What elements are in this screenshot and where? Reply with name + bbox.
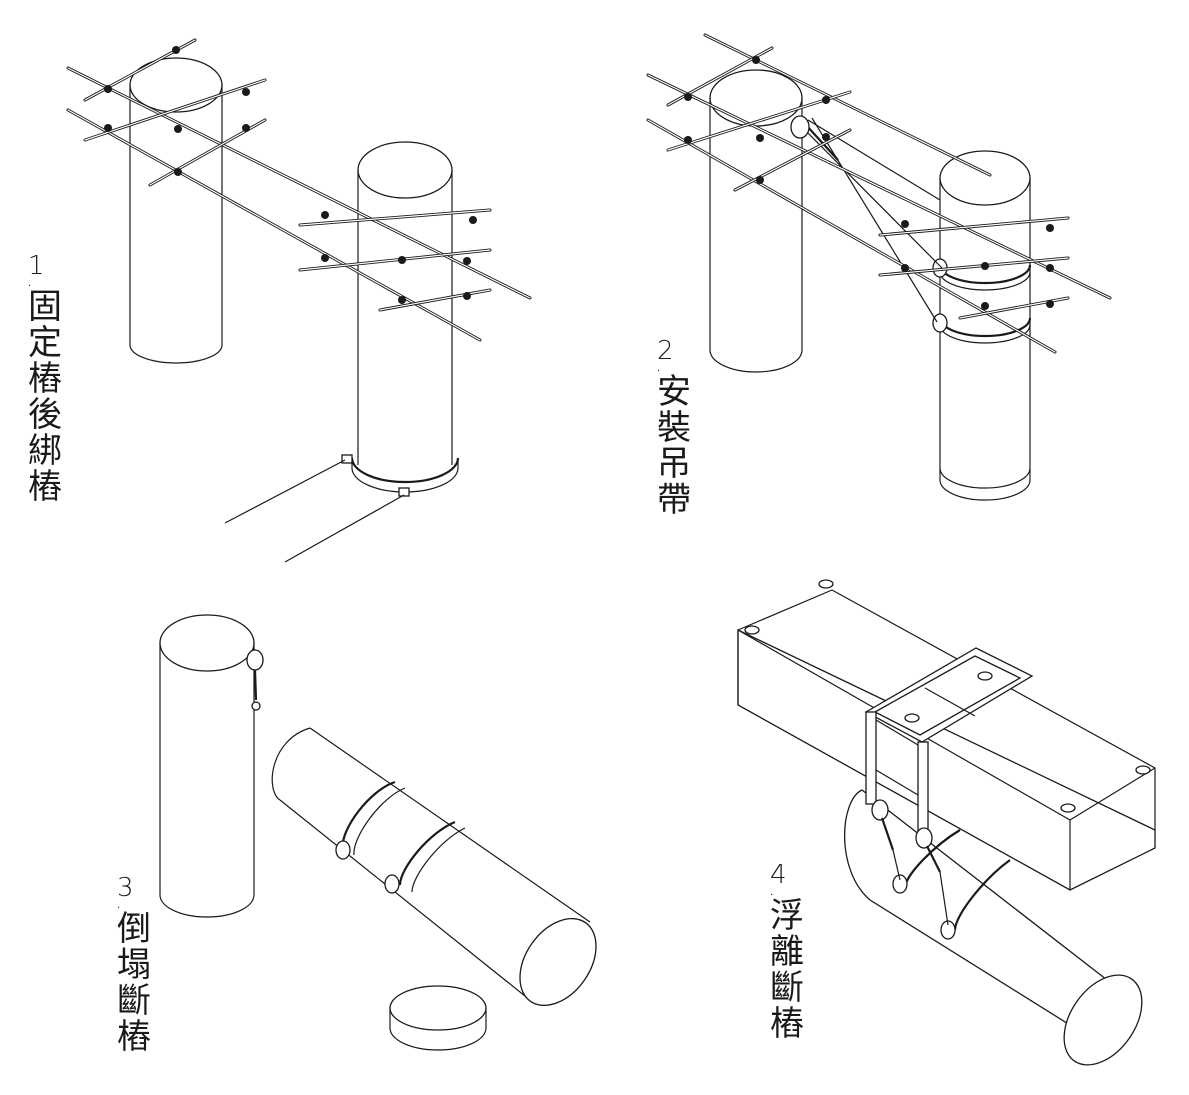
panel-2-left-pile (709, 69, 803, 373)
panel-3-illustration (159, 614, 597, 1051)
step-3-label: 3 . 倒塌斷樁 (117, 875, 157, 1055)
panel-1-steel-frame (66, 38, 532, 342)
panel-2-steel-frame (646, 33, 1112, 354)
step-1-label: 1 . 固定樁後綁樁 (28, 253, 68, 505)
panel-1-left-pile (129, 57, 223, 364)
step-4-label: 4 . 浮離斷樁 (770, 862, 810, 1042)
panel-4-pontoon (737, 579, 1156, 891)
panel-4-lifting-frame (864, 647, 1034, 926)
step-2-dot: . (657, 363, 661, 374)
panel-3-fallen-pile (271, 727, 597, 1007)
step-1-number: 1 (28, 251, 45, 281)
step-4-caption: 浮離斷樁 (770, 896, 804, 1044)
step-1-dot: . (28, 278, 32, 289)
step-3-caption: 倒塌斷樁 (117, 909, 151, 1057)
panel-4-floating-pile (843, 789, 1143, 1066)
step-4-number: 4 (770, 860, 787, 890)
panel-2-illustration (646, 33, 1112, 501)
panel-3-standing-pile (159, 614, 264, 918)
step-1-caption: 固定樁後綁樁 (28, 287, 62, 507)
panel-2-right-pile (790, 115, 1032, 501)
step-2-label: 2 . 安裝吊帶 (657, 338, 697, 518)
panel-1-illustration (66, 38, 532, 563)
panel-4-illustration (737, 579, 1156, 1066)
step-3-number: 3 (117, 873, 134, 903)
step-2-caption: 安裝吊帶 (657, 372, 691, 520)
step-2-number: 2 (657, 336, 674, 366)
panel-3-pile-cap-disc (389, 985, 487, 1051)
step-3-dot: . (117, 900, 121, 911)
step-4-dot: . (770, 887, 774, 898)
